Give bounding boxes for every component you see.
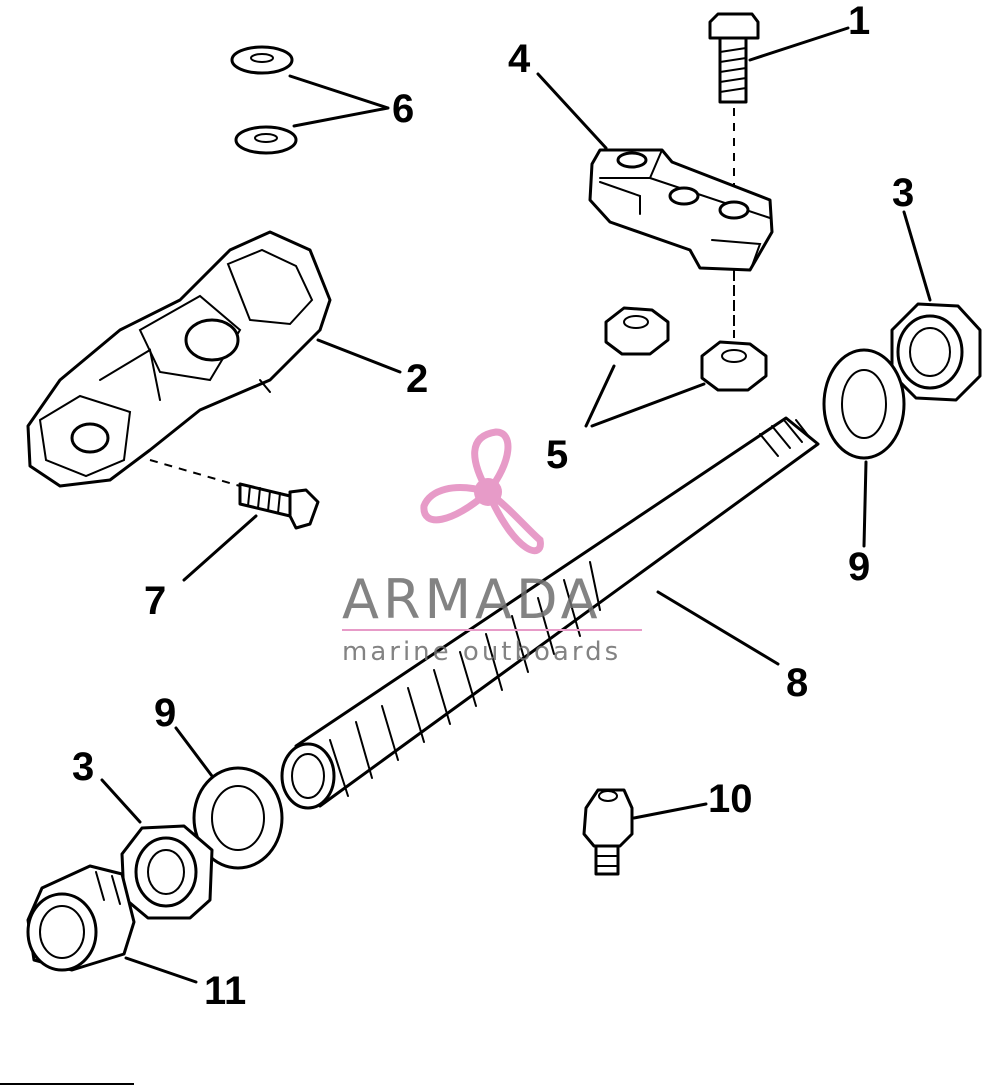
part-5-nut-lower xyxy=(700,340,768,392)
part-5-nut-upper xyxy=(604,306,670,356)
callout-numbers: 1 2 3 3 4 5 6 7 8 9 9 10 11 xyxy=(72,0,914,1013)
part-11-cap xyxy=(26,864,136,972)
watermark-subtitle: marine outboards xyxy=(342,637,621,667)
screw-center-line xyxy=(149,459,241,487)
callout-3-right: 3 xyxy=(892,171,914,215)
callout-2: 2 xyxy=(406,357,428,401)
part-3-nut-right xyxy=(890,302,982,402)
callout-11: 11 xyxy=(204,969,246,1013)
part-10-fitting xyxy=(582,788,634,876)
callout-4: 4 xyxy=(508,37,531,81)
callout-9-left: 9 xyxy=(154,691,176,735)
callout-3-left: 3 xyxy=(72,745,94,789)
part-3-nut-left xyxy=(120,824,214,920)
part-2-link-housing xyxy=(26,230,332,488)
part-6-washer-upper xyxy=(230,45,294,75)
callout-8: 8 xyxy=(786,661,808,705)
armada-watermark: ARMADA marine outboards xyxy=(342,428,642,667)
part-9-washer-left xyxy=(192,766,284,870)
part-6-washer-lower xyxy=(234,125,298,155)
callout-9-right: 9 xyxy=(848,545,870,589)
part-1-bolt xyxy=(708,12,760,104)
callout-5: 5 xyxy=(546,433,568,477)
callout-7: 7 xyxy=(144,579,166,623)
watermark-name: ARMADA xyxy=(342,568,602,631)
callout-1: 1 xyxy=(848,0,870,43)
part-4-bracket xyxy=(588,148,774,272)
part-9-washer-right xyxy=(822,348,906,460)
leader-lines xyxy=(100,26,932,984)
part-7-screw xyxy=(238,482,320,530)
callout-10: 10 xyxy=(708,777,753,821)
part-8-threaded-rod xyxy=(280,416,820,810)
propeller-logo-icon xyxy=(420,428,544,555)
callout-6: 6 xyxy=(392,87,414,131)
